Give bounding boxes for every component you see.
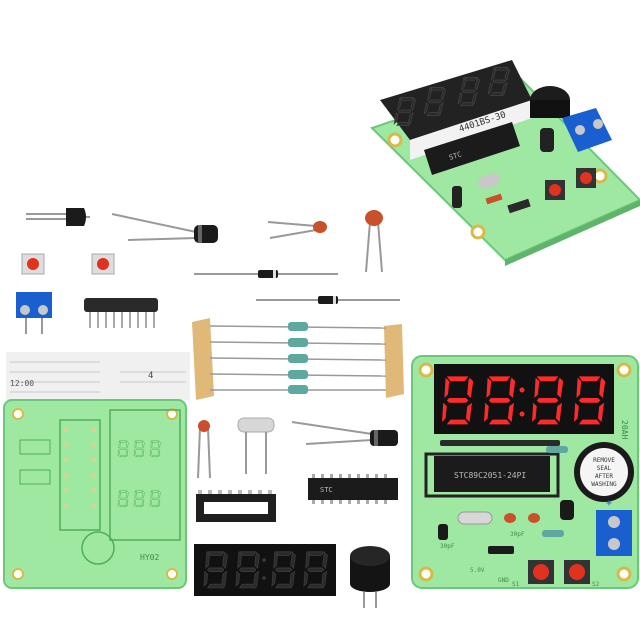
top-electrolytic-cap	[540, 128, 554, 152]
transistor	[26, 208, 90, 226]
silkscreen-label: 30pF	[440, 543, 455, 550]
sheet-time-text: 12:00	[10, 379, 34, 388]
assembled-board-top: 4401BS-30 STC	[370, 60, 640, 266]
terminal-block	[16, 292, 52, 334]
electrolytic-capacitor	[111, 213, 218, 243]
resistor-strip	[192, 318, 404, 400]
mounting-hole	[616, 362, 632, 378]
board-mcu-marking: STC89C2051-24PI	[454, 471, 526, 480]
tact-switch	[91, 253, 115, 275]
instruction-sheet: 4 12:00	[6, 352, 190, 400]
loose-seven-segment-display	[194, 544, 336, 596]
assembled-board-front: 20AH STC89C2051-24PI REMOVE SEAL AFTER W…	[411, 355, 639, 589]
tact-switch	[21, 253, 45, 275]
mounting-hole	[418, 362, 434, 378]
board-mcu-chip	[434, 456, 550, 492]
diode	[256, 296, 400, 304]
sticker-line: WASHING	[591, 481, 617, 488]
sticker-line: REMOVE	[593, 457, 615, 464]
board-crystal	[457, 511, 493, 525]
pcb-marking: 20AH	[620, 420, 629, 439]
electrolytic-capacitor	[291, 421, 398, 446]
buzzer-sticker	[580, 448, 628, 496]
mounting-hole	[418, 566, 434, 582]
ceramic-capacitor	[365, 210, 383, 273]
sticker-line: AFTER	[595, 473, 613, 480]
silkscreen-label: S1	[512, 581, 520, 588]
colon-dot	[519, 411, 525, 417]
silkscreen-label: 5.0V	[470, 567, 485, 574]
diode	[194, 270, 338, 278]
bare-pcb: HY02	[3, 399, 187, 589]
mcu-chip: STC	[308, 474, 398, 504]
ceramic-capacitor	[267, 221, 327, 239]
resistor-network	[84, 298, 158, 328]
sticker-line: SEAL	[597, 465, 612, 472]
small-capacitor	[197, 420, 211, 479]
crystal-oscillator	[237, 417, 275, 474]
loose-buzzer	[350, 546, 390, 608]
mounting-hole	[616, 566, 632, 582]
bare-pcb-marking: HY02	[140, 553, 159, 562]
top-terminal-block	[562, 108, 612, 152]
mounting-hole	[387, 132, 403, 148]
loose-mcu-label: STC	[320, 486, 333, 494]
plus-mark: +	[606, 498, 612, 509]
mounting-hole	[470, 224, 486, 240]
colon-dot	[519, 387, 525, 393]
sheet-step-number: 4	[148, 371, 153, 381]
top-mcu-chip	[424, 122, 520, 175]
ic-socket	[196, 490, 276, 522]
silkscreen-label: GND	[498, 577, 509, 584]
top-mcu-label: STC	[448, 150, 463, 162]
silkscreen-label: 30pF	[510, 531, 525, 538]
silkscreen-label: S2	[592, 581, 600, 588]
